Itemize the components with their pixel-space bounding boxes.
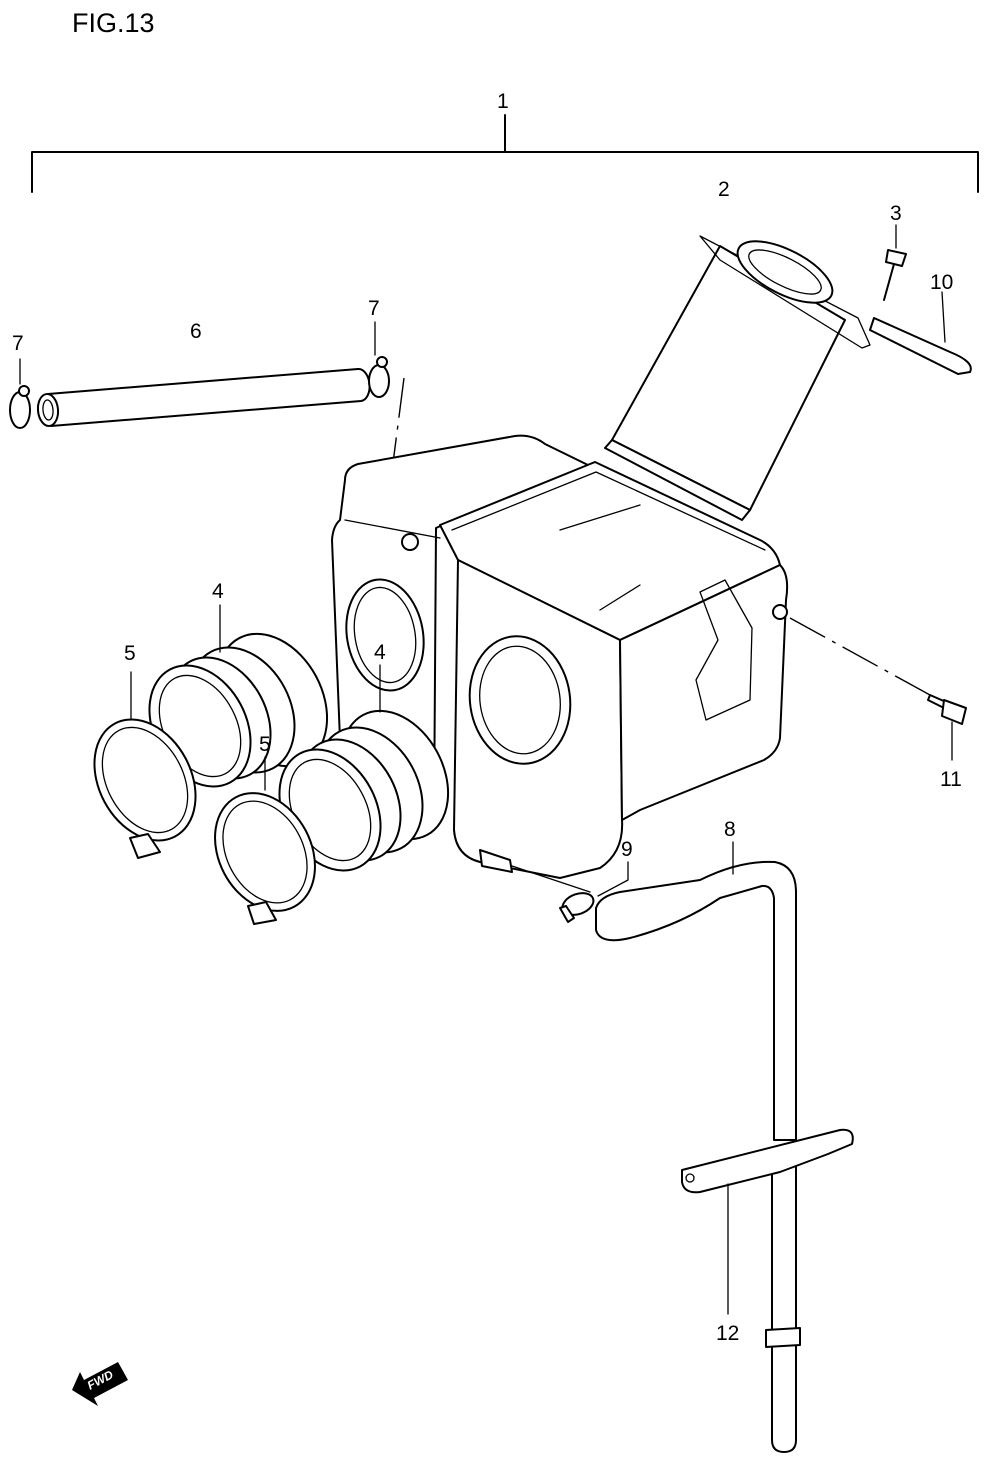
part-7-plug-right [368, 321, 390, 398]
callout-8: 8 [724, 818, 736, 841]
callout-7a: 7 [12, 332, 24, 355]
part-5-clamp-front [214, 756, 316, 925]
part-9-clamp [559, 861, 629, 923]
forward-arrow-icon: FWD [72, 1362, 128, 1406]
callout-10: 10 [930, 271, 953, 294]
callout-3: 3 [890, 202, 902, 225]
callout-1: 1 [497, 90, 509, 113]
callout-6: 6 [190, 320, 202, 343]
part-5-clamp-rear [93, 671, 197, 859]
callout-12: 12 [716, 1322, 739, 1345]
part-7-plug-left [9, 358, 31, 429]
part-10-holder [869, 291, 972, 375]
part-12-hose-guide [681, 1128, 854, 1315]
part-8-drain-hose [595, 841, 801, 1453]
callout-2: 2 [718, 178, 730, 201]
callout-7b: 7 [368, 297, 380, 320]
figure-title: FIG.13 [72, 8, 155, 38]
assembly-bracket [31, 114, 979, 193]
part-4-boot-front [278, 664, 450, 872]
callout-4b: 4 [374, 641, 386, 664]
callout-5a: 5 [124, 642, 136, 665]
callout-11: 11 [940, 768, 962, 791]
callout-labels: 1 2 3 4 4 5 5 6 7 7 8 9 10 11 12 [12, 90, 962, 1345]
part-11-bolt [789, 617, 967, 761]
callout-5b: 5 [259, 733, 271, 756]
part-3-screw [883, 224, 907, 301]
callout-4a: 4 [212, 580, 224, 603]
part-2-filter-element [604, 235, 871, 521]
callout-9: 9 [621, 838, 633, 861]
part-6-tube [36, 367, 371, 427]
